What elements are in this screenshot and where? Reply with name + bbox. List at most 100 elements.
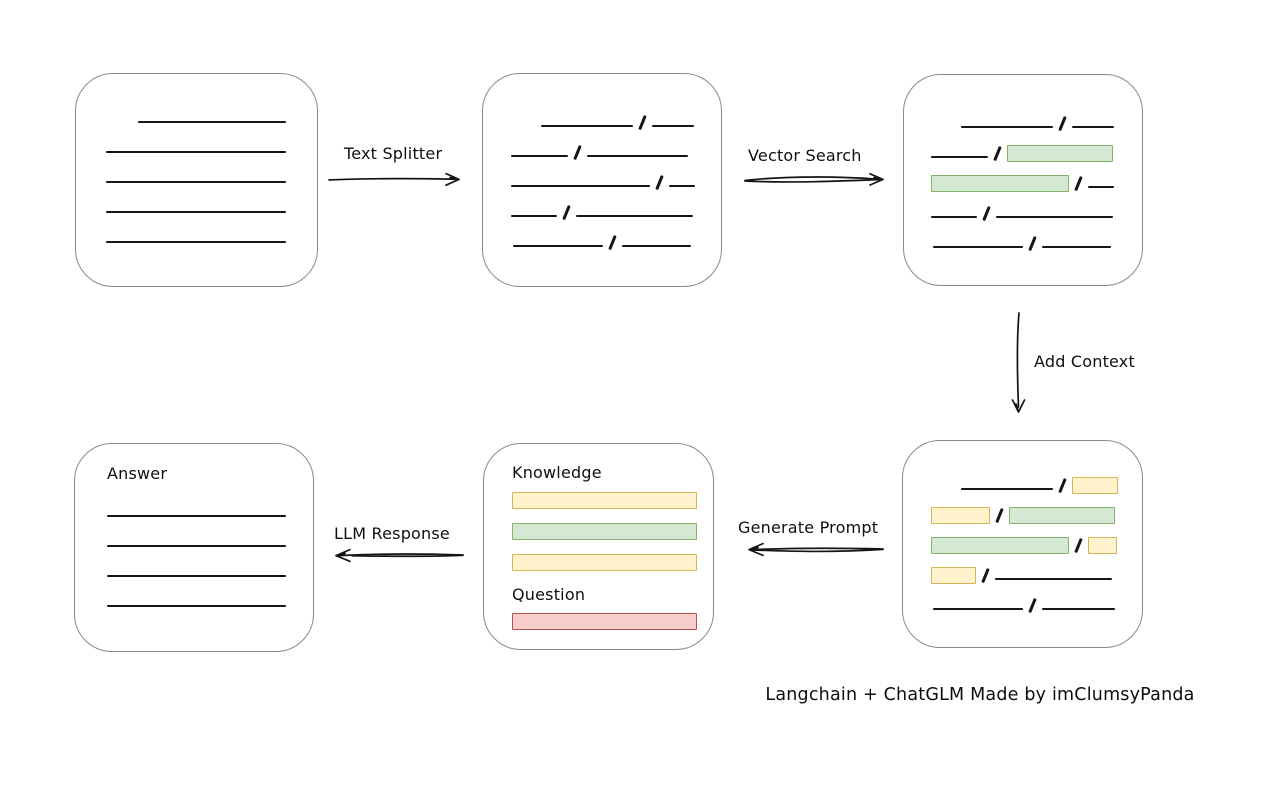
yellow-bar — [512, 554, 697, 571]
green-bar — [512, 523, 697, 540]
slash-separator — [1028, 236, 1037, 251]
generate-prompt-label: Generate Prompt — [738, 518, 879, 537]
slash-separator — [993, 146, 1002, 161]
segment-row — [511, 191, 721, 221]
segment-row — [931, 554, 1142, 584]
slash-separator — [1058, 116, 1067, 131]
segment-row — [511, 161, 721, 191]
text-line — [513, 245, 603, 247]
segment-row — [513, 221, 721, 251]
text-line — [107, 575, 286, 577]
text-line — [931, 216, 977, 218]
slash-separator — [573, 145, 582, 160]
text-chunks-box — [482, 73, 722, 287]
slash-separator — [608, 235, 617, 250]
yellow-highlight-rect — [931, 507, 990, 524]
segment-row — [961, 464, 1142, 494]
green-highlight-rect — [1006, 145, 1113, 162]
text-line — [586, 155, 688, 157]
text-line — [511, 155, 568, 157]
text-line — [107, 605, 286, 607]
document-lines — [76, 74, 317, 247]
segment-row — [931, 162, 1142, 192]
segment-row — [106, 187, 317, 217]
text-chunks-rows — [483, 74, 721, 251]
text-line — [138, 121, 286, 123]
text-line — [651, 125, 694, 127]
text-line — [1087, 186, 1114, 188]
text-line — [511, 215, 557, 217]
answer-label: Answer — [107, 464, 168, 483]
green-highlight-rect — [1008, 507, 1115, 524]
text-line — [994, 578, 1112, 580]
text-line — [961, 488, 1053, 490]
segment-row — [931, 132, 1142, 162]
text-splitter-arrow — [328, 172, 460, 187]
slash-separator — [995, 508, 1004, 523]
document-box — [75, 73, 318, 287]
llm-response-label: LLM Response — [334, 524, 450, 543]
slash-separator — [562, 205, 571, 220]
text-line — [575, 215, 693, 217]
text-line — [933, 608, 1023, 610]
segment-row — [106, 127, 317, 157]
text-line — [668, 185, 695, 187]
slash-separator — [1074, 176, 1083, 191]
text-line — [1041, 246, 1111, 248]
red-bar — [512, 613, 697, 630]
slash-separator — [1058, 478, 1067, 493]
vector-search-label: Vector Search — [748, 146, 862, 165]
answer-box: Answer — [74, 443, 314, 652]
vector-search-arrow — [744, 172, 884, 186]
text-line — [1071, 126, 1114, 128]
segment-row — [107, 551, 313, 581]
text-line — [106, 181, 286, 183]
search-results-rows — [904, 75, 1142, 252]
segment-row — [933, 222, 1142, 252]
segment-row — [933, 584, 1142, 614]
yellow-highlight-rect — [1087, 537, 1117, 554]
slash-separator — [638, 115, 647, 130]
segment-row — [931, 494, 1142, 524]
text-line — [621, 245, 691, 247]
knowledge-bars — [512, 492, 713, 571]
text-line — [107, 545, 286, 547]
context-box — [902, 440, 1143, 648]
yellow-highlight-rect — [931, 567, 976, 584]
slash-separator — [981, 568, 990, 583]
question-bars — [512, 613, 713, 630]
segment-row — [138, 97, 317, 127]
generate-prompt-arrow — [748, 542, 884, 557]
segment-row — [931, 524, 1142, 554]
text-line — [1041, 608, 1115, 610]
yellow-bar — [512, 492, 697, 509]
segment-row — [511, 131, 721, 161]
segment-row — [107, 521, 313, 551]
search-results-box — [903, 74, 1143, 286]
slash-separator — [1074, 538, 1083, 553]
question-label: Question — [512, 585, 586, 604]
text-line — [961, 126, 1053, 128]
slash-separator — [655, 175, 664, 190]
add-context-label: Add Context — [1034, 352, 1135, 371]
knowledge-label: Knowledge — [512, 463, 602, 482]
add-context-arrow — [1011, 312, 1026, 413]
green-highlight-rect — [931, 175, 1069, 192]
segment-row — [961, 102, 1142, 132]
text-line — [106, 241, 286, 243]
text-line — [995, 216, 1113, 218]
segment-row — [541, 101, 721, 131]
answer-lines — [107, 491, 313, 611]
text-splitter-label: Text Splitter — [344, 144, 443, 163]
text-line — [107, 515, 286, 517]
segment-row — [106, 157, 317, 187]
text-line — [931, 156, 988, 158]
segment-row — [931, 192, 1142, 222]
slash-separator — [1028, 598, 1037, 613]
text-line — [106, 151, 286, 153]
context-rows — [903, 441, 1142, 614]
llm-response-arrow — [335, 548, 464, 563]
text-line — [511, 185, 650, 187]
text-line — [933, 246, 1023, 248]
